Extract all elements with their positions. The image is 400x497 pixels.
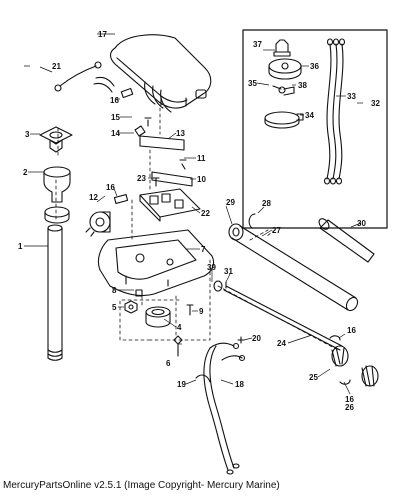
part-5-nut: [124, 300, 138, 314]
part-16-connector-top: [120, 87, 134, 99]
callout-10: 10: [197, 175, 206, 184]
assembly-guide-lines: [55, 107, 339, 351]
callout-16-mid: 16: [106, 183, 115, 192]
callout-12: 12: [89, 193, 98, 202]
part-27-tube: [231, 225, 359, 312]
part-36-knob: [268, 58, 302, 80]
callout-31: 31: [224, 267, 233, 276]
callout-16-top: 16: [110, 96, 119, 105]
part-2-collar: [43, 166, 71, 224]
part-6-bolt: [173, 335, 183, 357]
callout-3: 3: [25, 130, 30, 139]
part-7-housing: [97, 229, 215, 297]
part-13-14-bracket: [134, 117, 185, 151]
part-22-circuit-board: [139, 188, 201, 222]
copyright-caption: MercuryPartsOnline v2.5.1 (Image Copyrig…: [3, 480, 280, 491]
part-21-lanyard: [54, 61, 102, 92]
part-19-clip: [195, 374, 211, 383]
callout-38: 38: [298, 81, 307, 90]
part-24-drive-shaft: [223, 285, 343, 351]
callout-23: 23: [137, 174, 146, 183]
part-30-cone: [318, 218, 375, 263]
part-9-screw: [186, 304, 194, 316]
part-10-plate: [151, 159, 193, 187]
callout-7: 7: [201, 245, 206, 254]
callout-27: 27: [272, 226, 281, 235]
callout-1: 1: [18, 242, 23, 251]
callout-30: 30: [357, 219, 366, 228]
part-33-wire-harness: [323, 38, 346, 185]
part-4-collar: [145, 306, 171, 328]
part-3-clamp: [39, 126, 73, 153]
callout-37: 37: [253, 40, 262, 49]
callout-20: 20: [252, 334, 261, 343]
part-25-hub: [331, 345, 349, 367]
callout-9: 9: [199, 307, 204, 316]
part-34-clamp: [264, 111, 304, 129]
part-16-clip-lower: [339, 379, 351, 385]
callout-11: 11: [197, 154, 206, 163]
part-28-clip: [248, 213, 256, 229]
leader-lines: [24, 33, 363, 395]
callout-26: 26: [345, 403, 354, 412]
callout-4: 4: [177, 323, 182, 332]
part-26-nut: [361, 365, 379, 387]
callout-21: 21: [52, 62, 61, 71]
part-35-pin: [272, 85, 295, 96]
callout-28: 28: [262, 199, 271, 208]
callout-6: 6: [166, 359, 171, 368]
callout-34: 34: [305, 111, 314, 120]
callout-29: 29: [226, 198, 235, 207]
part-20-screw: [237, 336, 245, 344]
callout-36: 36: [310, 62, 319, 71]
callout-5: 5: [112, 303, 117, 312]
callout-14: 14: [111, 129, 120, 138]
callout-33: 33: [347, 92, 356, 101]
part-16-clip-upper: [329, 335, 341, 341]
part-37-cap: [273, 39, 291, 57]
part-1-shaft: [47, 224, 63, 361]
callout-22: 22: [201, 209, 210, 218]
part-39-washer: [213, 280, 223, 292]
callout-2: 2: [23, 168, 28, 177]
callout-32: 32: [371, 99, 380, 108]
cover-wires: [93, 76, 172, 113]
part-12-coil: [85, 211, 111, 237]
callout-16-prop-upper: 16: [347, 326, 356, 335]
part-18-cable: [203, 342, 246, 475]
callout-16-prop-lower: 16: [345, 395, 354, 404]
inset-box: [242, 29, 388, 229]
callout-18: 18: [235, 380, 244, 389]
part-23-screw: [152, 177, 160, 187]
callout-35: 35: [248, 79, 257, 88]
callout-19: 19: [177, 380, 186, 389]
callout-17: 17: [98, 30, 107, 39]
callout-13: 13: [176, 129, 185, 138]
callout-39: 39: [207, 263, 216, 272]
callout-24: 24: [277, 339, 286, 348]
part-16-connector-mid: [113, 193, 129, 205]
callout-8: 8: [112, 286, 117, 295]
callout-15: 15: [111, 113, 120, 122]
callout-25: 25: [309, 373, 318, 382]
callout-labels: 17 21 16 15 14 13 3 11 2 23 10 16 12 22 …: [18, 30, 380, 412]
